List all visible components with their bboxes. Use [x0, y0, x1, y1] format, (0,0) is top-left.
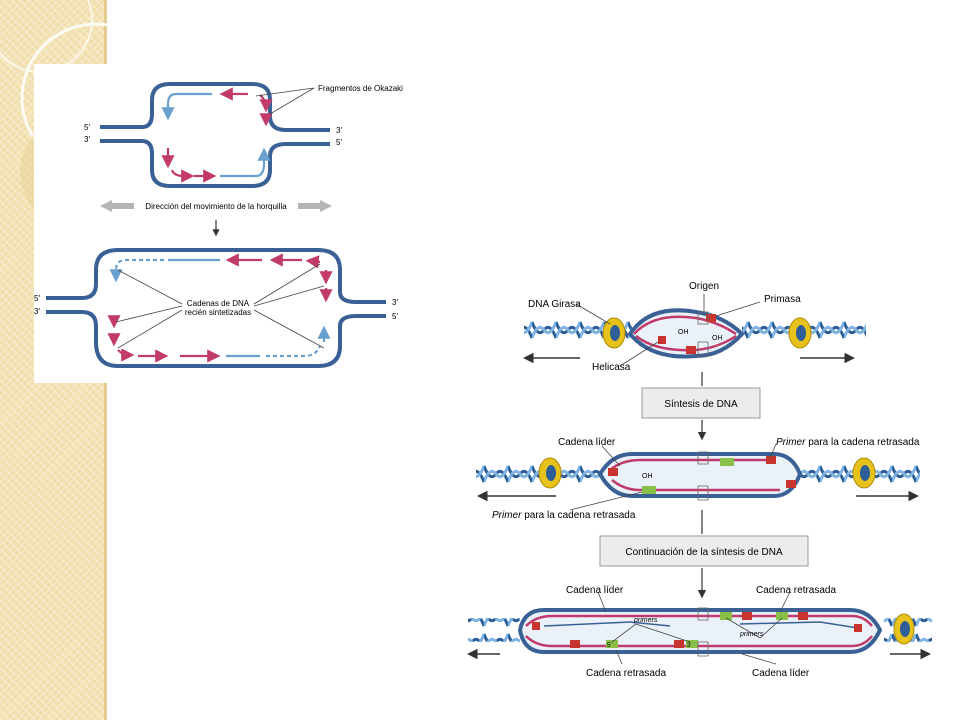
stage-2 [476, 443, 920, 511]
fork2-end-3-right: 3′ [392, 298, 398, 307]
step-box-2 [599, 510, 809, 599]
lagging-strand-label-3: Cadena retrasada [586, 668, 666, 679]
fork-2-backbone [46, 248, 386, 368]
direction-label: Dirección del movimiento de la horquilla [145, 202, 287, 211]
helicase-label: Helicasa [592, 362, 631, 373]
primers-label-2: primers [739, 631, 764, 638]
three-prime-tag: 3′ [687, 643, 692, 649]
new-strands-leaders [115, 263, 325, 349]
oh-label-3: OH [642, 473, 653, 480]
fork1-end-3-left: 3′ [84, 135, 90, 144]
fork-2-new-strands [107, 253, 333, 363]
replication-enzymes-figure: Origen DNA Girasa Primasa Helicasa OH OH… [460, 270, 940, 720]
primer-lagging-label-top: Primer para la cadena retrasada [776, 437, 920, 448]
fork-1-new-strands [161, 87, 273, 183]
primer-lagging-label-bottom: Primer para la cadena retrasada [492, 510, 636, 521]
fork1-end-5-right: 5′ [336, 138, 342, 147]
fork1-end-5-left: 5′ [84, 123, 90, 132]
okazaki-label: Fragmentos de Okazaki [318, 84, 403, 93]
primers-label-1: primers [633, 617, 658, 624]
five-prime-tag: 5′ [607, 643, 612, 649]
new-strands-label-1: Cadenas de DNA [187, 299, 250, 308]
okazaki-figure: 5′ 3′ 3′ 5′ Fragmentos de Okazaki Direcc… [34, 64, 406, 383]
leading-strand-label-1: Cadena líder [558, 437, 616, 448]
direction-arrow [100, 200, 332, 212]
fork2-end-3-left: 3′ [34, 307, 40, 316]
leading-strand-label-2: Cadena líder [566, 585, 624, 596]
okazaki-label-leaders [255, 87, 315, 115]
origin-label: Origen [689, 281, 719, 292]
step-2-label: Continuación de la síntesis de DNA [625, 547, 783, 558]
stage-1 [523, 294, 866, 367]
new-strands-label-2: recién sintetizadas [185, 308, 251, 317]
stage-3 [467, 591, 932, 665]
step-1-label: Síntesis de DNA [664, 399, 738, 410]
oh-label-2: OH [712, 335, 723, 342]
fork2-end-5-right: 5′ [392, 312, 398, 321]
step-box-1 [641, 372, 761, 441]
lagging-strand-label-2: Cadena retrasada [756, 585, 836, 596]
leading-strand-label-3: Cadena líder [752, 668, 810, 679]
gyrase-label: DNA Girasa [528, 299, 581, 310]
primase-label: Primasa [764, 294, 801, 305]
oh-label-1: OH [678, 329, 689, 336]
fork2-end-5-left: 5′ [34, 294, 40, 303]
fork1-end-3-right: 3′ [336, 126, 342, 135]
